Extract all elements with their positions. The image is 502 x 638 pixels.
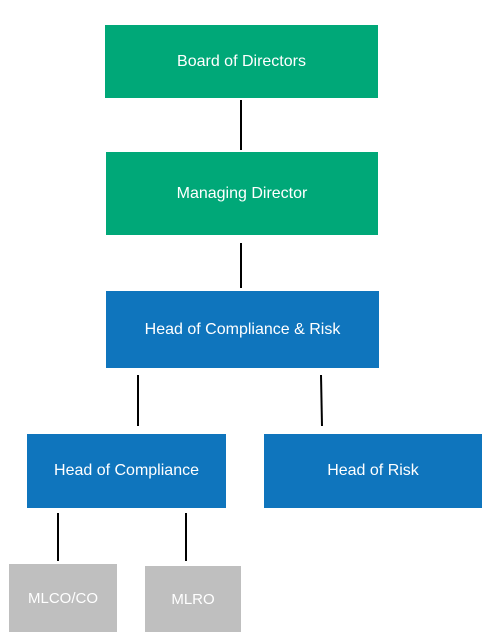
node-label: Head of Compliance & Risk [144, 320, 341, 338]
node-board-of-directors: Board of Directors [105, 25, 378, 98]
node-label: Board of Directors [177, 52, 306, 70]
node-mlco-co: MLCO/CO [9, 564, 117, 632]
node-label: Head of Risk [327, 462, 419, 479]
node-managing-director: Managing Director [106, 152, 378, 235]
node-label: MLRO [171, 590, 215, 608]
node-mlro: MLRO [145, 566, 241, 632]
node-label: Head of Compliance [54, 462, 199, 479]
node-label: Managing Director [176, 184, 308, 202]
edge-head-compliance-risk-to-head-risk [320, 374, 323, 427]
node-head-of-risk: Head of Risk [264, 434, 482, 508]
node-label: MLCO/CO [27, 589, 98, 607]
node-head-of-compliance-and-risk: Head of Compliance & Risk [106, 291, 379, 368]
node-head-of-compliance: Head of Compliance [27, 434, 226, 508]
